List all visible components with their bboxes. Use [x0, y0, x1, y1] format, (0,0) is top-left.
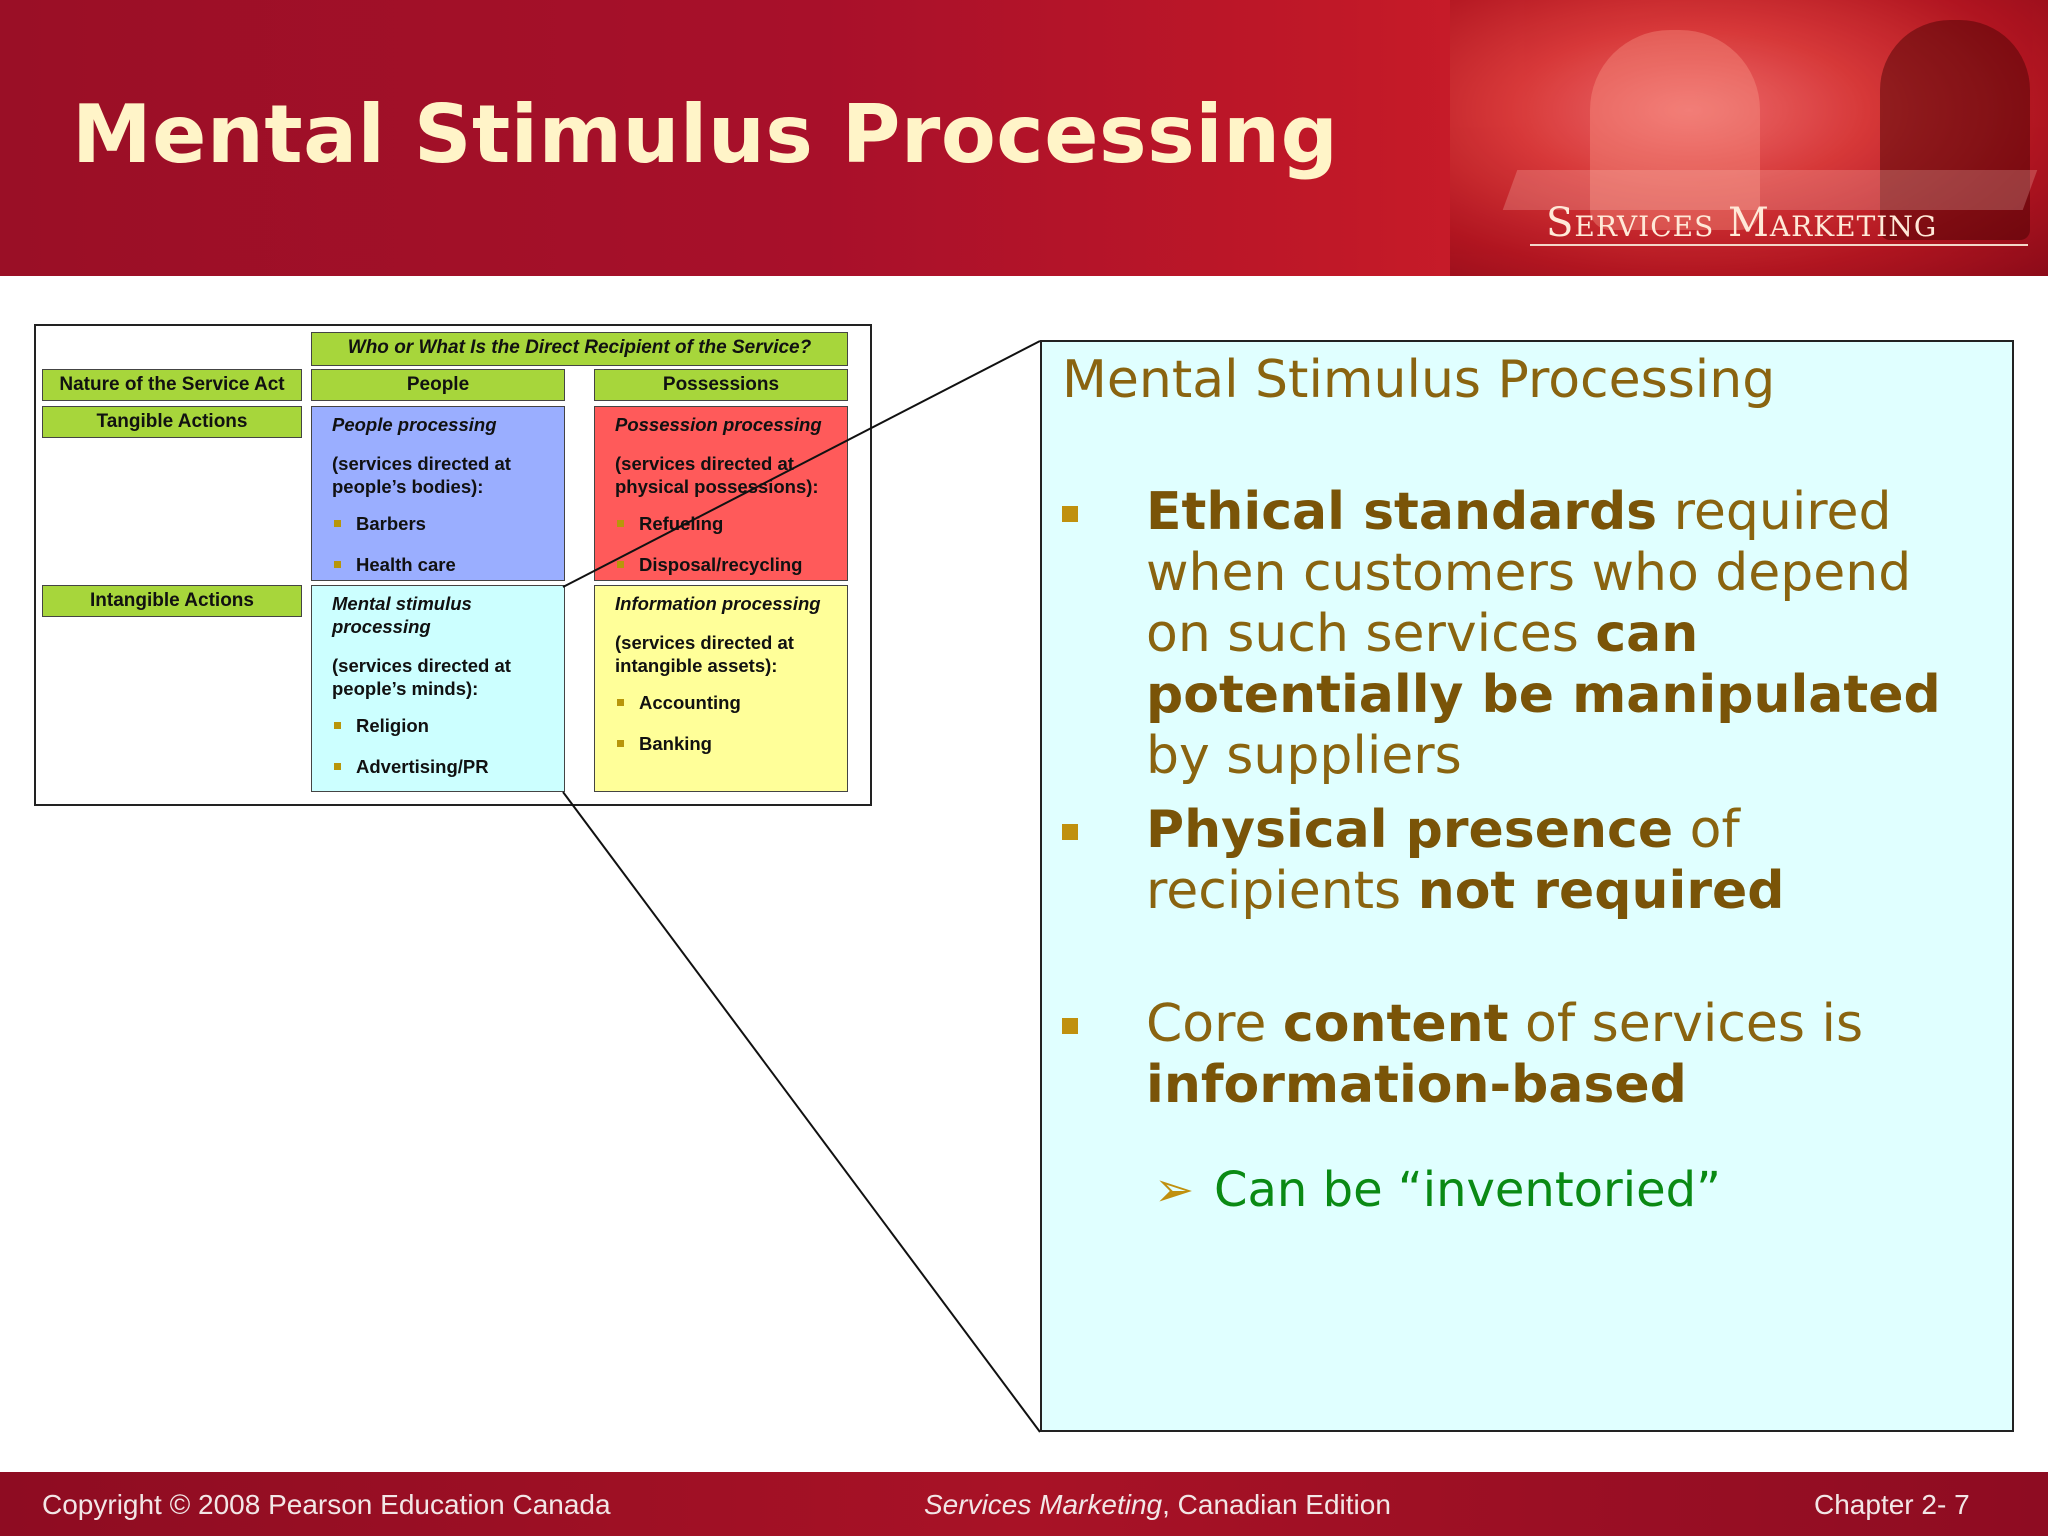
photo-person-left [1590, 30, 1760, 230]
arrow-bullet-icon: ➢ [1154, 1162, 1195, 1218]
brand-logo: Services Marketing [1546, 200, 1937, 246]
bullet-square-icon [1062, 1018, 1078, 1034]
matrix-recipient-header: Who or What Is the Direct Recipient of t… [311, 332, 848, 366]
footer-copyright: Copyright © 2008 Pearson Education Canad… [42, 1489, 611, 1520]
possession-processing-cell: Possession processing (services directed… [594, 406, 848, 581]
list-item: Accounting [615, 691, 833, 714]
sub-bullet-inventoried: ➢Can be “inventoried” [1154, 1162, 1721, 1218]
list-item: Health care [332, 553, 550, 576]
list-item: Refueling [615, 512, 833, 535]
matrix-col-people: People [311, 369, 565, 401]
information-processing-cell: Information processing (services directe… [594, 585, 848, 792]
header-photo [1450, 0, 2048, 276]
bullet-ethical-standards: Ethical standards required when customer… [1062, 482, 1992, 787]
service-matrix: Who or What Is the Direct Recipient of t… [34, 324, 872, 806]
slide-footer: Copyright © 2008 Pearson Education Canad… [0, 1472, 2048, 1536]
brand-text: Services Marketing [1546, 200, 1938, 246]
callout-title: Mental Stimulus Processing [1062, 350, 1776, 410]
matrix-row-tangible: Tangible Actions [42, 406, 302, 438]
matrix-col-possessions: Possessions [594, 369, 848, 401]
bullet-square-icon [1062, 506, 1078, 522]
connector-line-top [562, 340, 1041, 588]
list-item: Barbers [332, 512, 550, 535]
matrix-row-intangible: Intangible Actions [42, 585, 302, 617]
list-item: Disposal/recycling [615, 553, 833, 576]
bullet-core-content: Core content of services is information-… [1062, 994, 1992, 1116]
footer-book: Services Marketing, Canadian Edition [924, 1489, 1391, 1520]
mental-processing-cell: Mental stimulus processing (services dir… [311, 585, 565, 792]
photo-person-right [1880, 20, 2030, 240]
bullet-square-icon [1062, 824, 1078, 840]
footer-chapter: Chapter 2- 7 [1814, 1489, 1970, 1520]
list-item: Advertising/PR [332, 755, 550, 778]
connector-line-bottom [562, 791, 1041, 1433]
slide-header: Mental Stimulus Processing Services Mark… [0, 0, 2048, 276]
bullet-physical-presence: Physical presence of recipients not requ… [1062, 800, 1992, 922]
people-processing-cell: People processing (services directed at … [311, 406, 565, 581]
matrix-nature-header: Nature of the Service Act [42, 369, 302, 401]
slide-title: Mental Stimulus Processing [72, 88, 1339, 181]
callout-box: Mental Stimulus Processing Ethical stand… [1040, 340, 2014, 1432]
list-item: Banking [615, 732, 833, 755]
list-item: Religion [332, 714, 550, 737]
brand-underline [1530, 244, 2028, 246]
